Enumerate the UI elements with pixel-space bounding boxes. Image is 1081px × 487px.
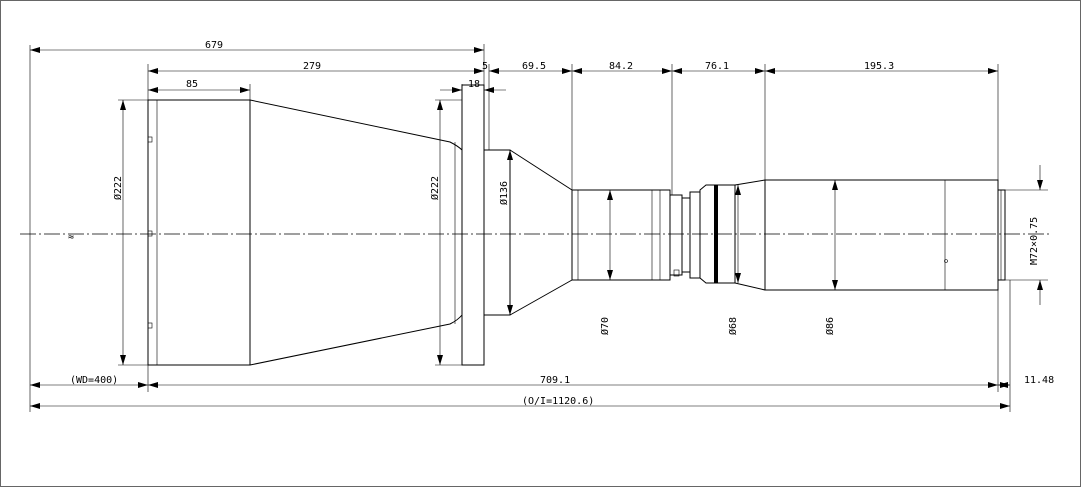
dia-ring-68: Ø68 [727,317,739,335]
dimension-labels: 679 279 85 5 18 69.5 84.2 76.1 195.3 (WD… [70,40,1054,407]
dia-body-86: Ø86 [824,317,836,335]
dia-tube-70: Ø70 [599,317,611,335]
dimension-lines [30,47,1043,409]
dim-11-48: 11.48 [1024,375,1054,386]
dim-679: 679 [205,40,223,51]
dia-cone-136: Ø136 [498,181,510,205]
mount-thread-m72: M72×0.75 [1029,217,1040,265]
dim-object-image: (O/I=1120.6) [522,396,594,407]
dim-84-2: 84.2 [609,61,633,72]
dim-working-distance: (WD=400) [70,375,118,386]
dim-5: 5 [482,61,488,72]
break-symbol: ≈ [68,232,74,243]
dim-18: 18 [468,79,480,90]
dim-85: 85 [186,79,198,90]
dia-flange-222: Ø222 [429,176,441,200]
dim-195-3: 195.3 [864,61,894,72]
dim-76-1: 76.1 [705,61,729,72]
dia-front-222: Ø222 [112,176,124,200]
dim-69-5: 69.5 [522,61,546,72]
dim-709-1: 709.1 [540,375,570,386]
lens-body [147,84,1006,366]
extension-lines [29,44,1048,412]
dim-279: 279 [303,61,321,72]
